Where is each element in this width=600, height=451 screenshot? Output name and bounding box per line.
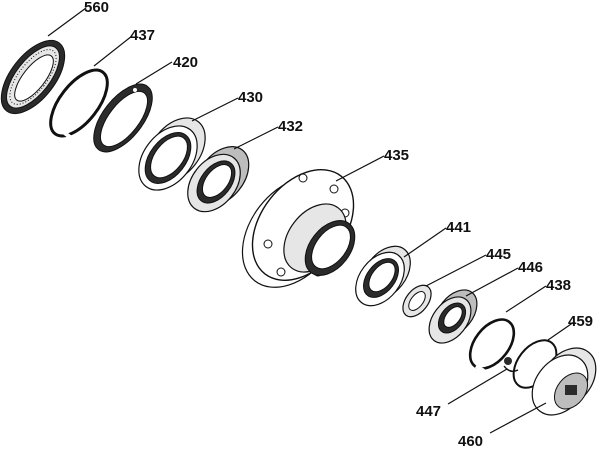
- part-446-nut: [428, 289, 478, 344]
- callout-432: 432: [278, 118, 303, 135]
- leader-lines: [47, 7, 575, 434]
- callout-441: 441: [446, 219, 471, 236]
- callout-labels: 560 437 420 430 432 435 441 445 446 438 …: [84, 0, 593, 450]
- part-438-snap-ring: [468, 318, 516, 373]
- callout-459: 459: [568, 313, 593, 330]
- part-430-bearing-cup: [138, 117, 206, 191]
- callout-435: 435: [384, 147, 409, 164]
- part-441-bearing: [355, 245, 411, 307]
- part-437-snap-ring: [49, 68, 109, 139]
- callout-437: 437: [130, 27, 155, 44]
- callout-460: 460: [458, 433, 483, 450]
- callout-420: 420: [173, 54, 198, 71]
- part-560-seal: [0, 40, 66, 114]
- callout-445: 445: [486, 246, 511, 263]
- callout-446: 446: [518, 259, 543, 276]
- part-420-tone-ring: [93, 83, 153, 153]
- part-445-washer: [402, 284, 432, 318]
- part-460-hub-cap: [531, 347, 597, 416]
- callout-447: 447: [416, 403, 441, 420]
- callout-438: 438: [546, 277, 571, 294]
- callout-560: 560: [84, 0, 109, 16]
- part-447-clip: [503, 357, 519, 373]
- part-432-bearing-cone: [187, 146, 250, 213]
- part-435-hub: [241, 169, 356, 288]
- callout-430: 430: [238, 89, 263, 106]
